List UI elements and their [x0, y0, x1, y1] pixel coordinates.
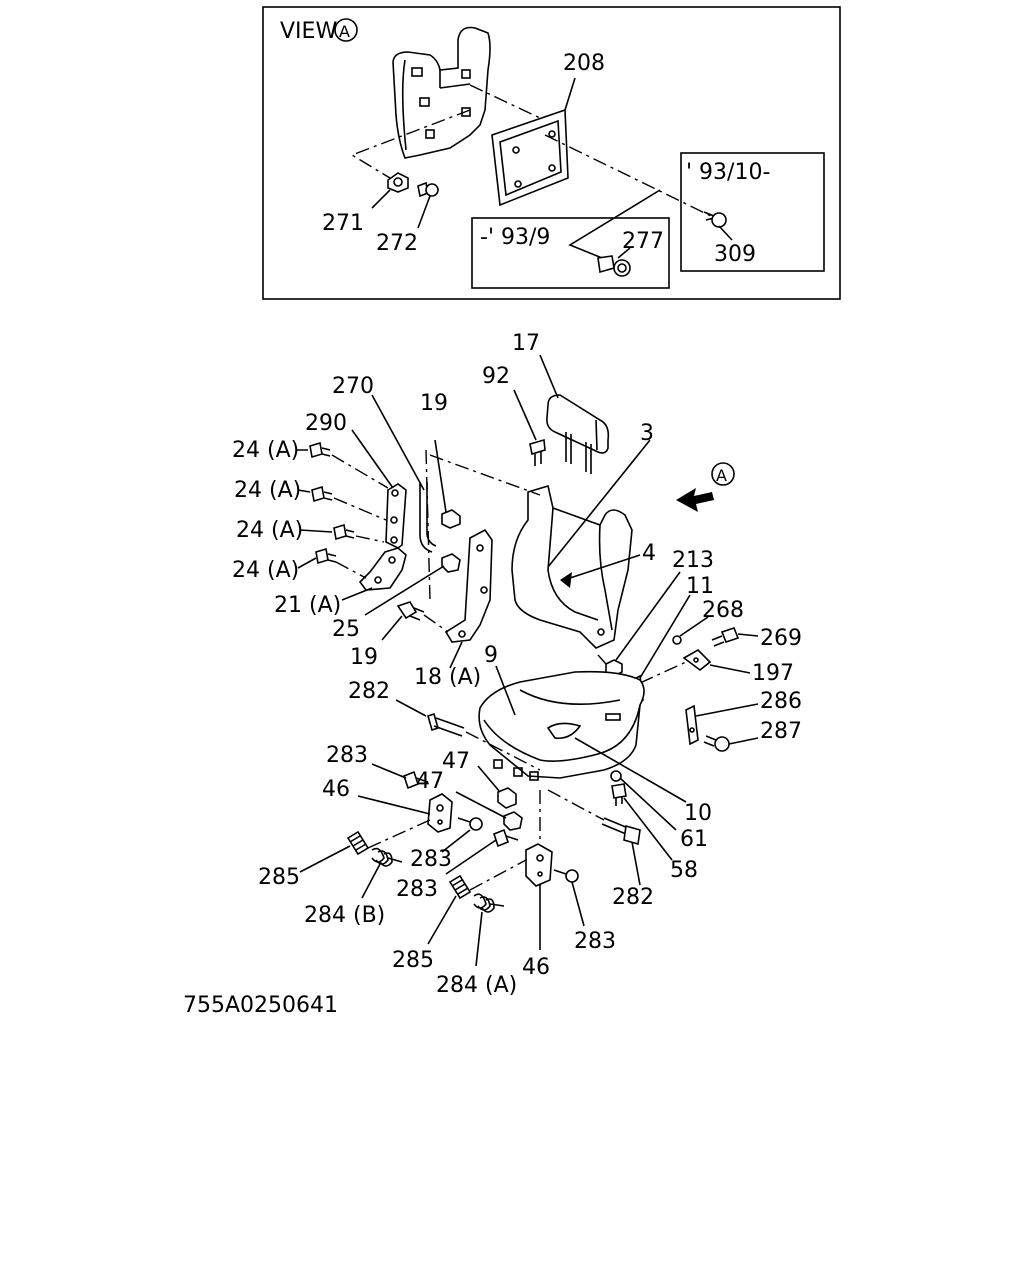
nut-25-part [441, 553, 461, 573]
label-285-a: 285 [258, 865, 300, 890]
label-21a: 21 (A) [274, 593, 341, 618]
screw-287-part [703, 735, 730, 752]
label-24a-1: 24 (A) [232, 438, 299, 463]
clip-277-part [597, 255, 631, 277]
label-272: 272 [376, 231, 418, 256]
seatback-rear-part [392, 26, 491, 159]
label-208: 208 [563, 51, 605, 76]
washer-268-part [672, 635, 682, 645]
label-277: 277 [622, 229, 664, 254]
label-92: 92 [482, 364, 510, 389]
screw-309-part [703, 211, 727, 228]
drawing-number: 755A0250641 [183, 993, 338, 1018]
label-309: 309 [714, 242, 756, 267]
view-a-frame [262, 6, 841, 300]
range-new-label: ' 93/10- [686, 160, 770, 185]
pin-282-bottom-part [601, 817, 641, 846]
bolt-19-lower-part [396, 601, 425, 621]
label-286: 286 [760, 689, 802, 714]
label-10: 10 [684, 801, 712, 826]
label-47-b: 47 [416, 769, 444, 794]
bolt-283-d-part [553, 869, 579, 883]
label-197: 197 [752, 661, 794, 686]
label-47-a: 47 [442, 749, 470, 774]
plate-286-part [685, 704, 699, 746]
bracket-18a-part [444, 528, 493, 643]
label-9: 9 [484, 643, 498, 668]
label-46-a: 46 [322, 777, 350, 802]
label-11: 11 [686, 574, 714, 599]
hinge-46-b-part [525, 843, 553, 887]
label-270: 270 [332, 374, 374, 399]
view-a-circle-letter: A [339, 22, 350, 41]
bolt-283-c-part [493, 828, 519, 848]
label-25: 25 [332, 617, 360, 642]
label-283-d: 283 [574, 929, 616, 954]
label-24a-4: 24 (A) [232, 558, 299, 583]
cap-285-a-part [346, 830, 370, 856]
nut-47-b-part [503, 811, 523, 831]
spring-284b-part [371, 847, 403, 867]
label-282-bottom: 282 [612, 885, 654, 910]
bolt-92-part [529, 438, 546, 466]
nut-47-a-part [497, 787, 517, 809]
label-61: 61 [680, 827, 708, 852]
label-19-top: 19 [420, 391, 448, 416]
rod-270-part [419, 482, 437, 553]
bracket-290-part [385, 483, 407, 549]
label-283-a: 283 [326, 743, 368, 768]
label-24a-2: 24 (A) [234, 478, 301, 503]
bolt-283-b-part [457, 817, 483, 831]
arrow-letter: A [716, 466, 727, 485]
bolt-58-part [611, 783, 627, 806]
label-269: 269 [760, 626, 802, 651]
nut-271-part [387, 172, 409, 193]
bolt-269-part [711, 627, 740, 647]
label-213: 213 [672, 548, 714, 573]
bolt-283-a-part [403, 770, 429, 790]
range-old-label: -' 93/9 [480, 225, 550, 250]
range-new-box [680, 152, 825, 272]
label-268: 268 [702, 598, 744, 623]
latch-197-part [682, 649, 712, 672]
label-271: 271 [322, 211, 364, 236]
washer-61-part [610, 770, 622, 782]
pin-282-top-part [427, 712, 465, 737]
label-3: 3 [640, 421, 654, 446]
label-287: 287 [760, 719, 802, 744]
spring-284a-part [473, 893, 505, 913]
hinge-46-a-part [427, 793, 453, 833]
bolt-24a-parts [309, 441, 355, 565]
label-24a-3: 24 (A) [236, 518, 303, 543]
nut-19-top-part [441, 509, 461, 529]
label-285-b: 285 [392, 948, 434, 973]
label-58: 58 [670, 858, 698, 883]
label-290: 290 [305, 411, 347, 436]
label-283-c: 283 [396, 877, 438, 902]
label-282-top: 282 [348, 679, 390, 704]
label-19-lower: 19 [350, 645, 378, 670]
label-4: 4 [642, 541, 656, 566]
label-284b: 284 (B) [304, 903, 385, 928]
screw-272-part [417, 181, 439, 198]
label-284a: 284 (A) [436, 973, 517, 998]
range-old-box [471, 217, 670, 289]
label-18a: 18 (A) [414, 665, 481, 690]
view-a-circle [334, 18, 358, 42]
seatback-part [511, 484, 633, 649]
cover-plate-part [491, 108, 569, 207]
label-46-b: 46 [522, 955, 550, 980]
cap-285-b-part [448, 874, 472, 900]
bracket-21a-part [358, 547, 407, 591]
view-a-box: VIEW A [262, 6, 841, 300]
view-direction-arrow: A [676, 462, 735, 512]
headrest-part [546, 394, 610, 474]
view-a-title: VIEW [280, 19, 337, 44]
label-283-b: 283 [410, 847, 452, 872]
label-17: 17 [512, 331, 540, 356]
